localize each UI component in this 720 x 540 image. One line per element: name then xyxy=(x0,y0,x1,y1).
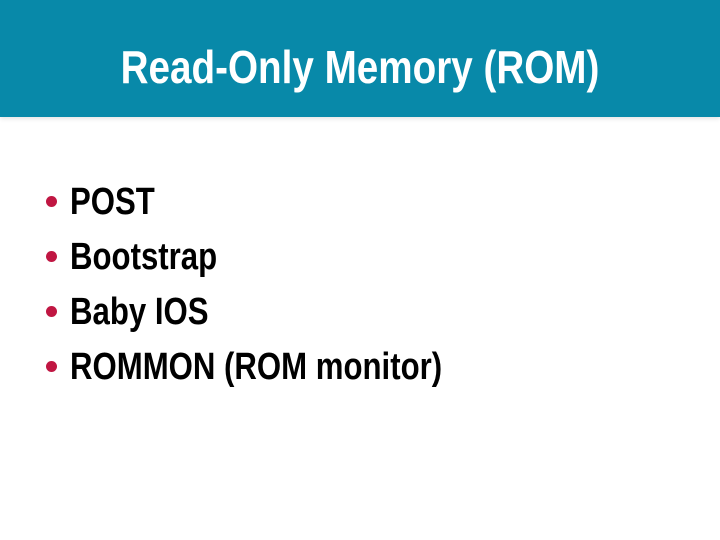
slide-title: Read-Only Memory (ROM) xyxy=(120,40,600,93)
list-item: POST xyxy=(0,174,720,229)
bullet-dot-icon xyxy=(46,196,57,207)
bullet-dot-icon xyxy=(46,251,57,262)
bullet-label: ROMMON (ROM monitor) xyxy=(70,345,443,388)
title-banner: Read-Only Memory (ROM) xyxy=(0,0,720,117)
bullet-list: POST Bootstrap Baby IOS ROMMON (ROM moni… xyxy=(0,174,720,394)
bullet-label: POST xyxy=(70,180,155,223)
list-item: ROMMON (ROM monitor) xyxy=(0,339,720,394)
list-item: Baby IOS xyxy=(0,284,720,339)
list-item: Bootstrap xyxy=(0,229,720,284)
bullet-label: Baby IOS xyxy=(70,290,209,333)
bullet-dot-icon xyxy=(46,361,57,372)
bullet-label: Bootstrap xyxy=(70,235,218,278)
bullet-dot-icon xyxy=(46,306,57,317)
